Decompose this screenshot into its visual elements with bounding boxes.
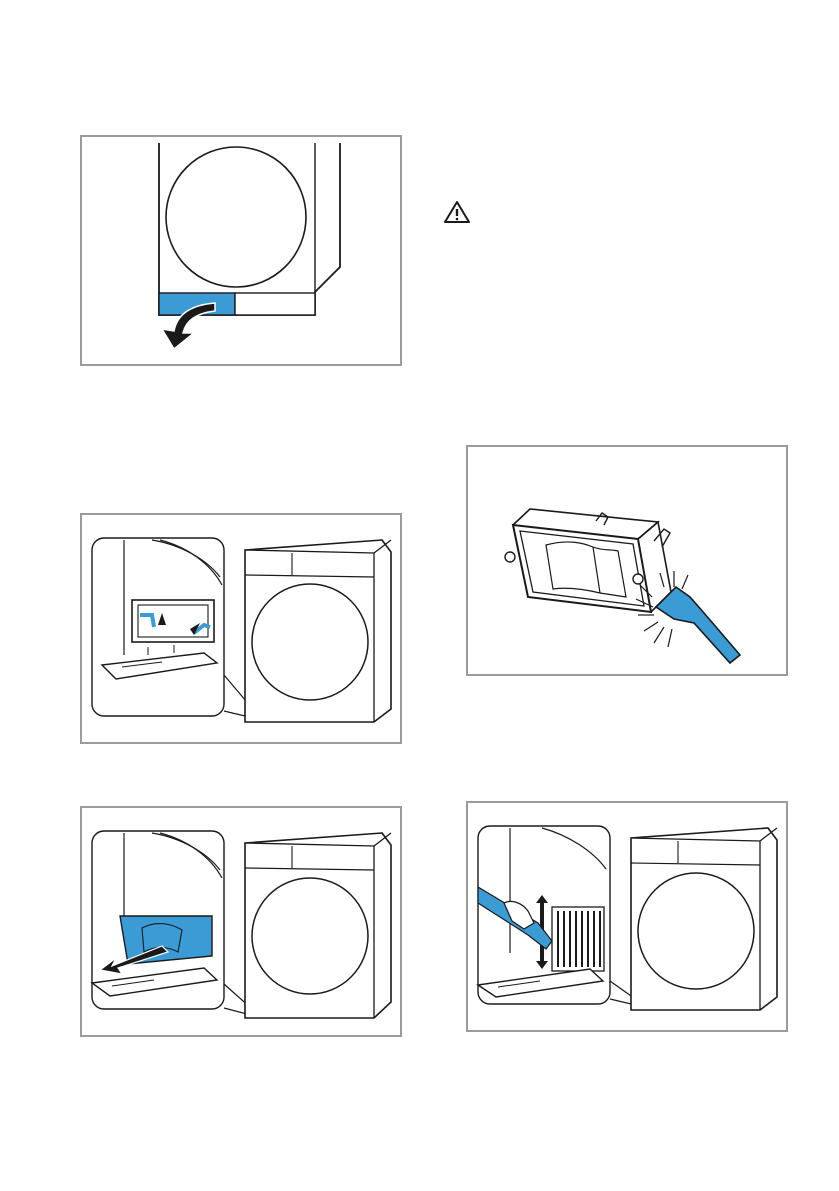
filter-remove-icon bbox=[82, 808, 400, 1035]
filter-unlock-icon bbox=[82, 515, 400, 742]
drawer-pull-icon bbox=[82, 137, 400, 364]
figure-filter-vacuum bbox=[466, 801, 788, 1032]
filter-brush-icon bbox=[468, 447, 786, 674]
figure-filter-unlock bbox=[80, 513, 402, 744]
warning-triangle-icon bbox=[443, 200, 471, 224]
figure-brush-filter bbox=[466, 445, 788, 676]
figure-filter-remove bbox=[80, 806, 402, 1037]
figure-drawer-pull bbox=[80, 135, 402, 366]
filter-vacuum-icon bbox=[468, 803, 786, 1030]
